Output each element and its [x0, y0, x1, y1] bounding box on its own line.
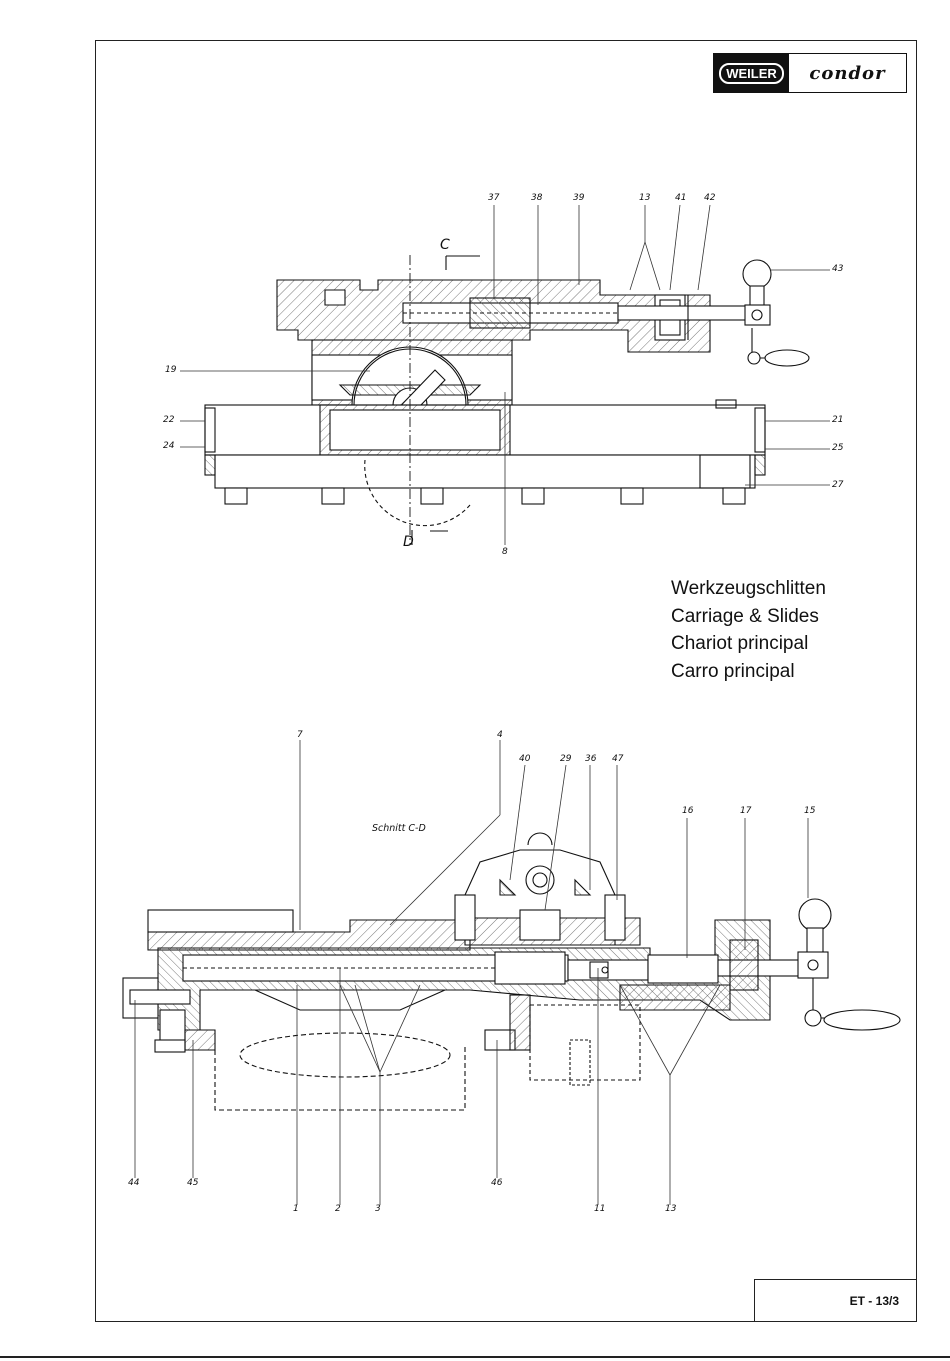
- callout-1: 1: [293, 1204, 299, 1214]
- callout-8: 8: [502, 547, 508, 557]
- callout-11: 11: [594, 1204, 605, 1214]
- section-label: Schnitt C-D: [372, 823, 426, 834]
- callout-46: 46: [491, 1178, 502, 1188]
- callout-25: 25: [832, 443, 843, 453]
- callout-39: 39: [573, 193, 584, 203]
- callout-22: 22: [163, 415, 174, 425]
- callout-15: 15: [804, 806, 815, 816]
- page-number: ET - 13/3: [850, 1294, 899, 1308]
- callout-17: 17: [740, 806, 751, 816]
- section-marker-d: D: [403, 534, 414, 550]
- callout-24: 24: [163, 441, 174, 451]
- callout-16: 16: [682, 806, 693, 816]
- callout-13-bottom: 13: [665, 1204, 676, 1214]
- title-block: Werkzeugschlitten Carriage & Slides Char…: [671, 575, 826, 685]
- title-spanish: Carro principal: [671, 658, 826, 686]
- callout-36: 36: [585, 754, 596, 764]
- bottom-view-drawing: [123, 833, 900, 1110]
- page-number-box: ET - 13/3: [754, 1279, 917, 1322]
- callout-21: 21: [832, 415, 843, 425]
- callout-41: 41: [675, 193, 686, 203]
- callout-19: 19: [165, 365, 176, 375]
- callout-38: 38: [531, 193, 542, 203]
- callout-43: 43: [832, 264, 843, 274]
- callout-7: 7: [297, 730, 303, 740]
- title-english: Carriage & Slides: [671, 603, 826, 631]
- callout-4: 4: [497, 730, 503, 740]
- callout-2: 2: [335, 1204, 341, 1214]
- top-view-drawing: [205, 255, 809, 545]
- callout-42: 42: [704, 193, 715, 203]
- callout-13-top: 13: [639, 193, 650, 203]
- callout-29: 29: [560, 754, 571, 764]
- callout-45: 45: [187, 1178, 198, 1188]
- callout-47: 47: [612, 754, 623, 764]
- callout-44: 44: [128, 1178, 139, 1188]
- callout-27: 27: [832, 480, 843, 490]
- title-german: Werkzeugschlitten: [671, 575, 826, 603]
- callout-40: 40: [519, 754, 530, 764]
- scan-edge-line: [0, 1356, 950, 1358]
- title-french: Chariot principal: [671, 630, 826, 658]
- callout-37: 37: [488, 193, 499, 203]
- section-marker-c: C: [440, 237, 450, 253]
- callout-3: 3: [375, 1204, 381, 1214]
